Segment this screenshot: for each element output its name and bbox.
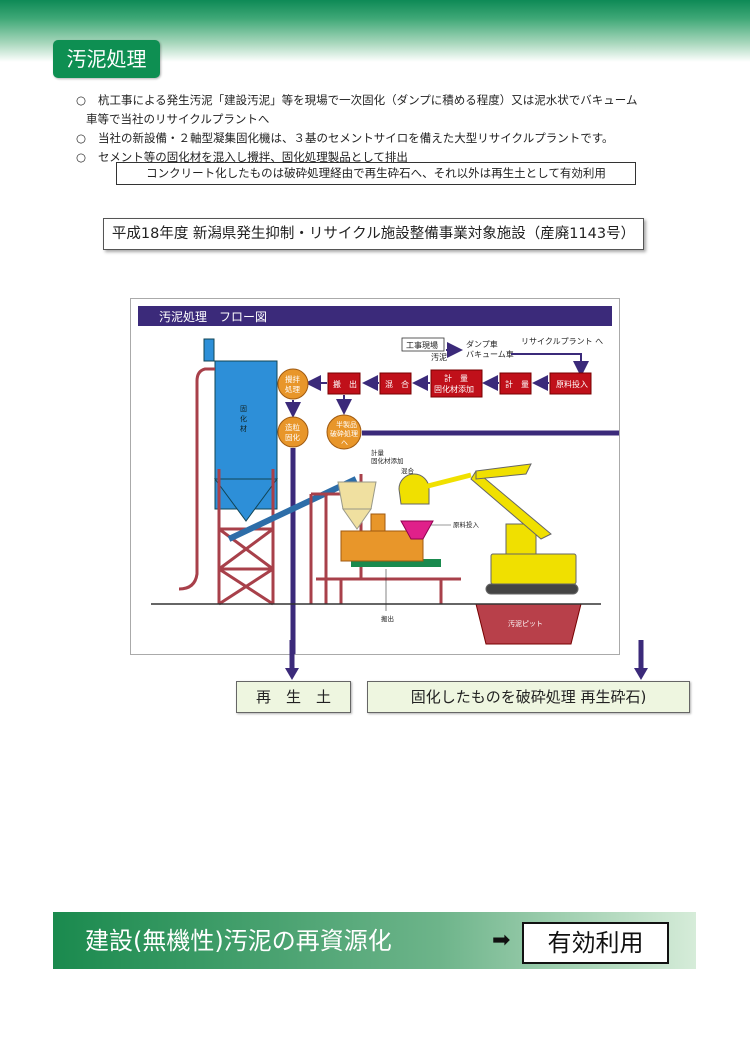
callout-measure-add: 固化材添加 [371,456,404,465]
bullet-item: 車等で当社のリサイクルプラントへ [76,110,716,129]
stir-label-2: 処理 [285,384,300,394]
bullet-text: 杭工事による発生汚泥「建設汚泥」等を現場で一次固化（ダンプに積める程度）又は泥水… [98,93,638,107]
screw-conveyor [227,476,358,542]
silo-label-3: 材 [240,424,247,433]
section-title-badge: 汚泥処理 [53,40,160,78]
step-measure-add-label-2: 固化材添加 [434,384,474,394]
granule-label-1: 造粒 [285,422,300,432]
semi-label-3: へ [341,439,348,447]
step-measure-add-label-1: 計 量 [444,373,468,383]
step-input-box [549,372,592,395]
semi-label-2: 破砕処理 [330,429,358,438]
step-measure-add-box [430,369,483,398]
step-input-label: 原料投入 [556,379,588,389]
granule-circle [277,416,309,448]
callout-mix: 混合 [401,466,415,475]
sludge-label: 汚泥 [431,352,447,362]
bullet-list: ○ 杭工事による発生汚泥「建設汚泥」等を現場で一次固化（ダンプに積める程度）又は泥… [76,91,716,167]
step-measure-label: 計 量 [505,379,529,389]
banner-text: 建設(無機性)汚泥の再資源化 [85,927,392,955]
banner-effective-use-box: 有効利用 [522,922,669,964]
diagram-title: 汚泥処理 フロー図 [159,310,267,324]
stir-label-1: 攪拌 [285,374,300,384]
note-box: コンクリート化したものは破砕処理経由で再生砕石へ、それ以外は再生土として有効利用 [116,162,636,185]
step-mix-label: 混 合 [385,379,409,389]
silo-label-1: 固 [240,405,247,413]
raw-input-hopper [400,520,434,540]
semi-label-1: 半製品 [336,420,357,429]
callout-discharge: 搬出 [381,614,394,623]
arrow-right-icon: ➡ [492,928,511,953]
circle-bullet-icon: ○ [76,131,87,145]
result-arrows [285,640,648,680]
bullet-text: 車等で当社のリサイクルプラントへ [86,112,270,126]
recycled-crushed-stone-box: 固化したものを破砕処理 再生砕石) [367,681,690,713]
step-discharge-box [327,372,361,395]
vacuum-label: バキューム車 [466,349,514,359]
stir-circle [277,368,309,400]
site-label: 工事現場 [406,340,438,350]
excavator [398,463,579,595]
silo-frame [178,367,275,606]
diagram-title-bar [138,306,612,326]
bullet-item: ○ 杭工事による発生汚泥「建設汚泥」等を現場で一次固化（ダンプに積める程度）又は泥… [76,91,716,110]
bullet-text: セメント等の固化材を混入し攪拌、固化処理製品として排出 [98,150,408,164]
silo-cone [214,478,278,522]
granule-label-2: 固化 [285,432,300,442]
step-discharge-label: 搬 出 [333,379,357,389]
silo-label-2: 化 [240,414,247,423]
bullet-item: ○ セメント等の固化材を混入し攪拌、固化処理製品として排出 [76,148,716,167]
flow-diagram: 汚泥処理 フロー図 工事現場 汚泥 ダンプ車 バキューム車 リサイクルプラント … [130,298,620,655]
flow-diagram-svg: 汚泥処理 フロー図 工事現場 汚泥 ダンプ車 バキューム車 リサイクルプラント … [138,306,619,654]
to-plant-label: リサイクルプラント へ [521,337,603,346]
semi-product-circle [326,414,362,450]
silo-vent [203,338,215,362]
plant-frame [309,474,461,604]
site-label-box [401,337,445,352]
circle-bullet-icon: ○ [76,150,87,164]
bullet-item: ○ 当社の新設備・２軸型凝集固化機は、３基のセメントサイロを備えた大型リサイクルプ… [76,129,716,148]
callout-pit: 汚泥ピット [508,620,543,628]
step-mix-box [379,372,412,395]
dump-label: ダンプ車 [466,339,498,349]
step-measure-box [499,372,532,395]
recycled-soil-box: 再 生 土 [236,681,351,713]
bullet-text: 当社の新設備・２軸型凝集固化機は、３基のセメントサイロを備えた大型リサイクルプラ… [98,131,614,145]
callout-raw-input: 原料投入 [453,520,480,529]
discharge-conveyor [351,559,441,567]
facility-certification-box: 平成18年度 新潟県発生抑制・リサイクル施設整備事業対象施設（産廃1143号） [103,218,644,250]
callout-measure: 計量 [371,448,385,457]
circle-bullet-icon: ○ [76,93,87,107]
